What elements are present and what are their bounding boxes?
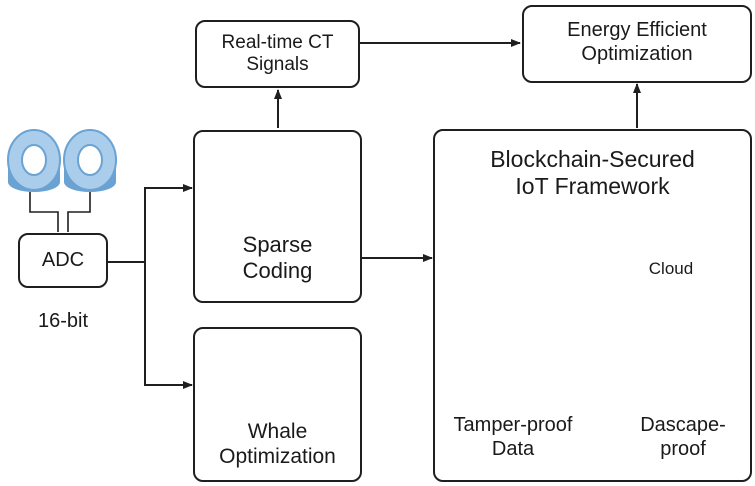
ct-ring-right (63, 129, 117, 192)
adc-box (18, 233, 108, 288)
ct-ring-left (7, 129, 61, 192)
arrow-adc-branch (108, 184, 193, 263)
line-sensor-left (29, 192, 59, 232)
line-sensor-right (67, 192, 91, 232)
blockchain-box (433, 129, 752, 482)
adc-bits-label: 16-bit (37, 310, 89, 332)
dascape-proof-label: Dascape-proof (640, 414, 726, 460)
whale-optimization-box (193, 327, 362, 482)
ct-signals-box (195, 20, 360, 88)
arrow-adc-to-whale (144, 262, 193, 389)
iot-chip-label: IoT (648, 345, 672, 362)
sparse-coding-box (193, 130, 362, 303)
energy-box (522, 5, 752, 83)
cloud-label: Cloud (648, 259, 694, 278)
adc-label: ADC (41, 249, 85, 271)
ct-sensor-icon (7, 129, 117, 192)
